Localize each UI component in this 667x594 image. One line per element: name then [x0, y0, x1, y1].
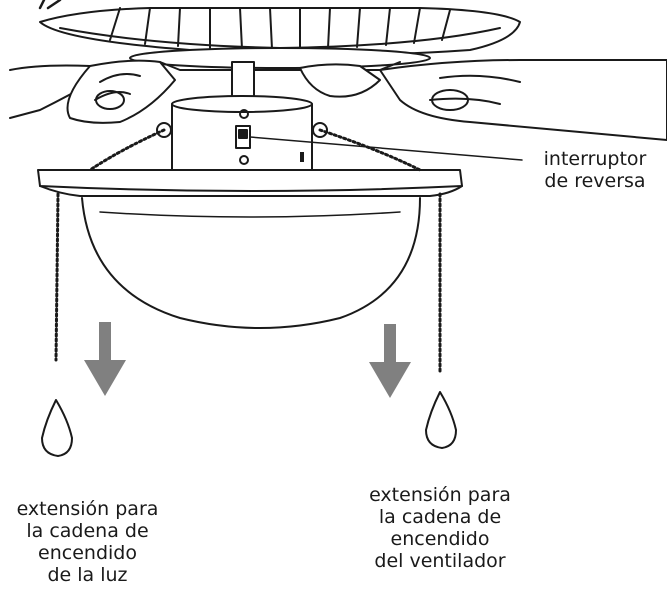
light-chain-label: extensión para la cadena de encendido de…	[0, 498, 175, 586]
light-chain-label-line4: de la luz	[47, 564, 128, 586]
fan-blade-left	[9, 59, 176, 124]
light-kit-plate	[37, 169, 463, 197]
fan-chain-label-line3: encendido	[390, 528, 490, 550]
switch-housing	[156, 95, 328, 177]
light-chain-label-line3: encendido	[38, 542, 137, 564]
light-chain-fob	[41, 399, 73, 457]
reverse-switch-label: interruptor de reversa	[520, 148, 667, 192]
fan-chain-label: extensión para la cadena de encendido de…	[340, 484, 540, 572]
fan-chain-fob	[425, 391, 457, 449]
fan-blade-right	[299, 59, 667, 141]
fan-chain-label-line2: la cadena de	[378, 506, 502, 528]
glass-bowl	[81, 197, 421, 329]
arrow-down-icon	[84, 322, 126, 396]
reverse-switch-label-line2: de reversa	[544, 170, 646, 192]
fan-chain-label-line1: extensión para	[369, 484, 511, 506]
reverse-switch-leader	[249, 136, 523, 161]
motor-housing	[38, 0, 521, 71]
fan-chain-label-line4: del ventilador	[374, 550, 506, 572]
pull-chains	[54, 128, 442, 374]
arrow-down-icon	[369, 324, 411, 398]
light-chain-label-line2: la cadena de	[26, 520, 149, 542]
light-chain-label-line1: extensión para	[16, 498, 159, 520]
reverse-switch-label-line1: interruptor	[543, 148, 647, 170]
